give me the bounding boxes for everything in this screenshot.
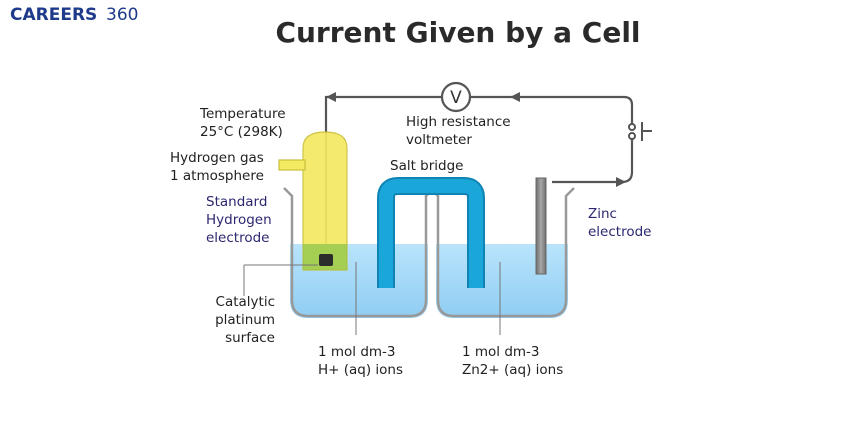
voltmeter-symbol: V [450, 88, 462, 108]
svg-text:Standard: Standard [206, 194, 267, 210]
switch-icon [628, 122, 652, 141]
svg-text:Hydrogen: Hydrogen [206, 212, 272, 228]
current-arrow-right [510, 92, 520, 102]
label-zinc-electrode: Zinc electrode [588, 206, 651, 240]
label-standard-hydrogen-electrode: Standard Hydrogen electrode [206, 194, 272, 246]
svg-text:electrode: electrode [206, 230, 269, 246]
label-salt-bridge: Salt bridge [390, 158, 464, 174]
label-temperature: Temperature 25°C (298K) [199, 106, 286, 140]
svg-text:Zinc: Zinc [588, 206, 617, 222]
brand-suffix: 360 [106, 5, 138, 25]
svg-text:1 atmosphere: 1 atmosphere [170, 168, 264, 184]
svg-text:Hydrogen gas: Hydrogen gas [170, 150, 264, 166]
label-zn-ions: 1 mol dm-3 Zn2+ (aq) ions [462, 344, 563, 378]
svg-text:Zn2+ (aq) ions: Zn2+ (aq) ions [462, 362, 563, 378]
page-title: Current Given by a Cell [275, 16, 640, 49]
hydrogen-gas-inlet [278, 159, 306, 171]
label-catalytic-platinum: Catalytic platinum surface [215, 294, 275, 346]
right-beaker-glass [429, 187, 575, 318]
current-arrow-left [326, 92, 336, 102]
svg-text:1 mol dm-3: 1 mol dm-3 [318, 344, 396, 360]
pointer-lines [243, 262, 501, 335]
svg-text:High resistance: High resistance [406, 114, 511, 130]
current-arrow-bottom [616, 177, 626, 187]
brand-name: CAREERS [10, 5, 97, 25]
svg-text:electrode: electrode [588, 224, 651, 240]
voltmeter-icon: V [440, 81, 472, 113]
salt-bridge [379, 179, 483, 288]
svg-text:surface: surface [225, 330, 275, 346]
label-h-ions: 1 mol dm-3 H+ (aq) ions [318, 344, 403, 378]
svg-text:Catalytic: Catalytic [216, 294, 275, 310]
right-beaker [429, 187, 575, 318]
label-hydrogen-gas: Hydrogen gas 1 atmosphere [170, 150, 264, 184]
hydrogen-electrode-tube [302, 131, 348, 271]
svg-text:platinum: platinum [215, 312, 275, 328]
svg-text:Temperature: Temperature [199, 106, 286, 122]
label-voltmeter: High resistance voltmeter [406, 114, 511, 148]
left-beaker-glass [283, 187, 435, 318]
svg-text:1 mol dm-3: 1 mol dm-3 [462, 344, 540, 360]
svg-text:H+ (aq) ions: H+ (aq) ions [318, 362, 403, 378]
hydrogen-electrode [278, 131, 348, 271]
svg-text:25°C (298K): 25°C (298K) [200, 124, 283, 140]
brand-logo: CAREERS 360 [10, 5, 138, 25]
zinc-solution [436, 244, 568, 318]
svg-text:voltmeter: voltmeter [406, 132, 472, 148]
zinc-electrode-rod [535, 177, 547, 275]
platinum-electrode [319, 254, 333, 266]
